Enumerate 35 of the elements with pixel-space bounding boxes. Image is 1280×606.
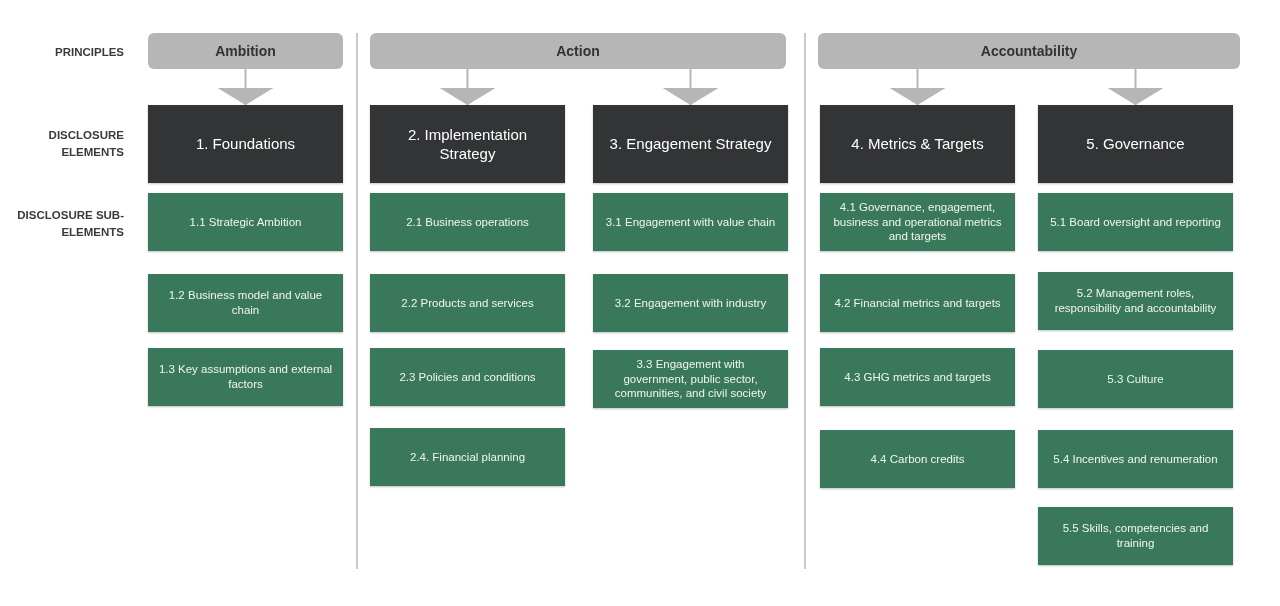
- sub-element-box: 2.3 Policies and conditions: [370, 348, 565, 406]
- sub-element-box: 4.3 GHG metrics and targets: [820, 348, 1015, 406]
- sub-element-box: 1.1 Strategic Ambition: [148, 193, 343, 251]
- row-label: DISCLOSURE ELEMENTS: [47, 128, 124, 161]
- sub-element-box: 2.1 Business operations: [370, 193, 565, 251]
- sub-element-box: 1.2 Business model and value chain: [148, 274, 343, 332]
- chevron-arrow: [889, 68, 946, 106]
- row-label: DISCLOSURE SUB-ELEMENTS: [16, 208, 124, 241]
- sub-element-box: 3.1 Engagement with value chain: [593, 193, 788, 251]
- sub-element-box: 2.2 Products and services: [370, 274, 565, 332]
- principle-banner: Ambition: [148, 33, 343, 69]
- element-box: 1. Foundations: [148, 105, 343, 183]
- chevron-arrow: [439, 68, 496, 106]
- sub-element-box: 5.5 Skills, competencies and training: [1038, 507, 1233, 565]
- sub-element-box: 5.1 Board oversight and reporting: [1038, 193, 1233, 251]
- sub-element-box: 5.2 Management roles, responsibility and accountability: [1038, 272, 1233, 330]
- element-box: 5. Governance: [1038, 105, 1233, 183]
- element-box: 3. Engagement Strategy: [593, 105, 788, 183]
- principle-banner: Action: [370, 33, 786, 69]
- sub-element-box: 4.2 Financial metrics and targets: [820, 274, 1015, 332]
- chevron-arrow: [1107, 68, 1164, 106]
- chevron-arrow: [662, 68, 719, 106]
- row-label: PRINCIPLES: [54, 45, 124, 60]
- element-box: 2. Implementation Strategy: [370, 105, 565, 183]
- sub-element-box: 2.4. Financial planning: [370, 428, 565, 486]
- sub-element-box: 4.1 Governance, engagement, business and operational metrics and targets: [820, 193, 1015, 251]
- sub-element-box: 4.4 Carbon credits: [820, 430, 1015, 488]
- element-box: 4. Metrics & Targets: [820, 105, 1015, 183]
- sub-element-box: 3.2 Engagement with industry: [593, 274, 788, 332]
- chevron-arrow: [217, 68, 274, 106]
- principle-banner: Accountability: [818, 33, 1240, 69]
- sub-element-box: 1.3 Key assumptions and external factors: [148, 348, 343, 406]
- sub-element-box: 5.4 Incentives and renumeration: [1038, 430, 1233, 488]
- sub-element-box: 3.3 Engagement with government, public sector, communities, and civil society: [593, 350, 788, 408]
- sub-element-box: 5.3 Culture: [1038, 350, 1233, 408]
